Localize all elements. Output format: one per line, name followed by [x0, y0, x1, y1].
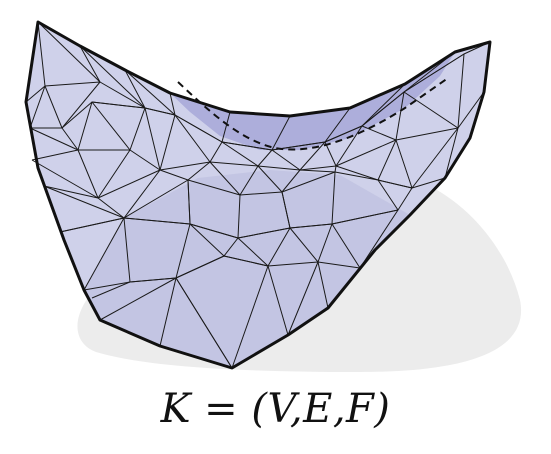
mesh-surface-shade	[84, 170, 410, 368]
mesh-boundary	[24, 20, 492, 370]
mesh-edges	[25, 21, 491, 369]
hidden-rim-dashed	[177, 77, 449, 151]
mesh-tuple-caption: K = (V,E,F)	[160, 386, 391, 432]
inner-face	[170, 52, 455, 150]
